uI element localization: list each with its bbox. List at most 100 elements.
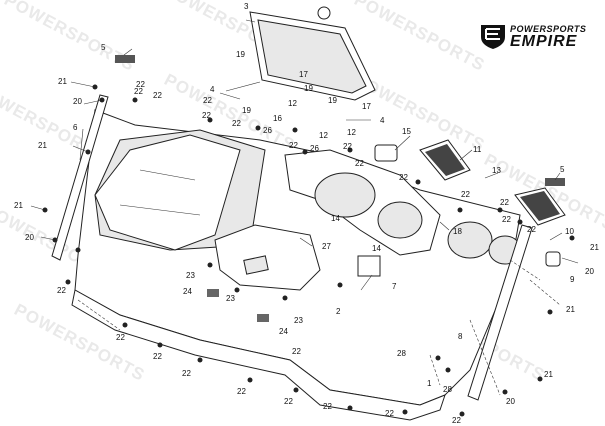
empire-shield-icon (481, 25, 505, 49)
callout-19: 19 (304, 84, 313, 93)
dashboard-lower-edge (71, 289, 446, 421)
part-9 (545, 251, 561, 267)
glovebox-bin (94, 134, 241, 251)
pad-24 (257, 314, 269, 322)
right-support-rail (467, 224, 533, 401)
pad-5 (545, 178, 565, 186)
callout-11: 11 (473, 145, 482, 154)
callout-21: 21 (590, 243, 599, 252)
logo-top-text: POWERSPORTS (510, 24, 587, 34)
callout-2: 2 (336, 307, 341, 316)
callout-28: 28 (443, 385, 452, 394)
fastener-group (42, 84, 575, 417)
callout-10: 10 (565, 227, 574, 236)
glovebox-lid-inner (257, 19, 367, 94)
callout-22: 22 (502, 215, 511, 224)
callout-22: 22 (343, 142, 352, 151)
callout-17: 17 (299, 70, 308, 79)
callout-22: 22 (153, 352, 162, 361)
callout-22: 22 (116, 333, 125, 342)
callout-14: 14 (372, 244, 381, 253)
callout-20: 20 (506, 397, 515, 406)
callout-22: 22 (134, 87, 143, 96)
callout-23: 23 (226, 294, 235, 303)
gauge-opening (314, 172, 376, 218)
callout-16: 16 (273, 114, 282, 123)
panel-cutout (243, 255, 269, 275)
callout-5: 5 (101, 43, 106, 52)
callout-12: 12 (288, 99, 297, 108)
callout-12: 12 (347, 128, 356, 137)
callout-24: 24 (279, 327, 288, 336)
logo-main-text: EMPIRE (510, 33, 578, 50)
callout-17: 17 (362, 102, 371, 111)
module-7 (357, 255, 381, 277)
callout-1: 1 (427, 379, 432, 388)
callout-22: 22 (527, 225, 536, 234)
callout-21: 21 (566, 305, 575, 314)
callout-4: 4 (380, 116, 385, 125)
callout-22: 22 (292, 347, 301, 356)
callout-22: 22 (355, 159, 364, 168)
callout-21: 21 (58, 77, 67, 86)
callout-15: 15 (402, 127, 411, 136)
left-support-rail (51, 94, 109, 261)
callout-22: 22 (202, 111, 211, 120)
callout-22: 22 (57, 286, 66, 295)
callout-21: 21 (38, 141, 47, 150)
speaker-mesh-right (520, 191, 560, 221)
callout-6: 6 (73, 123, 78, 132)
callout-28: 28 (397, 349, 406, 358)
gauge-opening (377, 201, 423, 239)
callout-18: 18 (453, 227, 462, 236)
callout-13: 13 (492, 166, 501, 175)
callout-22: 22 (203, 96, 212, 105)
callout-21: 21 (14, 201, 23, 210)
callout-8: 8 (458, 332, 463, 341)
lower-console-panel (214, 224, 321, 291)
vent-opening (447, 221, 493, 259)
callout-27: 27 (322, 242, 331, 251)
callout-20: 20 (25, 233, 34, 242)
callout-22: 22 (153, 91, 162, 100)
callout-7: 7 (392, 282, 397, 291)
callout-22: 22 (182, 369, 191, 378)
callout-26: 26 (310, 144, 319, 153)
powersports-empire-logo: POWERSPORTS EMPIRE (478, 22, 603, 50)
callout-23: 23 (186, 271, 195, 280)
callout-22: 22 (232, 119, 241, 128)
callout-5: 5 (560, 165, 565, 174)
callout-26: 26 (263, 126, 272, 135)
callout-19: 19 (242, 106, 251, 115)
speaker-mesh-left (425, 144, 465, 176)
callout-20: 20 (585, 267, 594, 276)
callout-19: 19 (328, 96, 337, 105)
callout-12: 12 (319, 131, 328, 140)
callout-14: 14 (331, 214, 340, 223)
callout-22: 22 (500, 198, 509, 207)
callout-22: 22 (452, 416, 461, 425)
callout-4: 4 (210, 85, 215, 94)
callout-22: 22 (284, 397, 293, 406)
callout-22: 22 (385, 409, 394, 418)
callout-22: 22 (323, 402, 332, 411)
callout-labels: 3 5 21 20 6 21 21 20 22 22 4 19 22 17 19… (14, 2, 599, 425)
callout-22: 22 (289, 141, 298, 150)
callout-3: 3 (244, 2, 249, 11)
lid-latch (317, 6, 331, 20)
callout-22: 22 (461, 190, 470, 199)
pad-24 (207, 289, 219, 297)
callout-20: 20 (73, 97, 82, 106)
callout-9: 9 (570, 275, 575, 284)
callout-21: 21 (544, 370, 553, 379)
callout-22: 22 (399, 173, 408, 182)
callout-23: 23 (294, 316, 303, 325)
callout-19: 19 (236, 50, 245, 59)
pad-5 (115, 55, 135, 63)
switch-15 (374, 144, 398, 162)
callout-22: 22 (136, 80, 145, 89)
callout-24: 24 (183, 287, 192, 296)
callout-22: 22 (237, 387, 246, 396)
